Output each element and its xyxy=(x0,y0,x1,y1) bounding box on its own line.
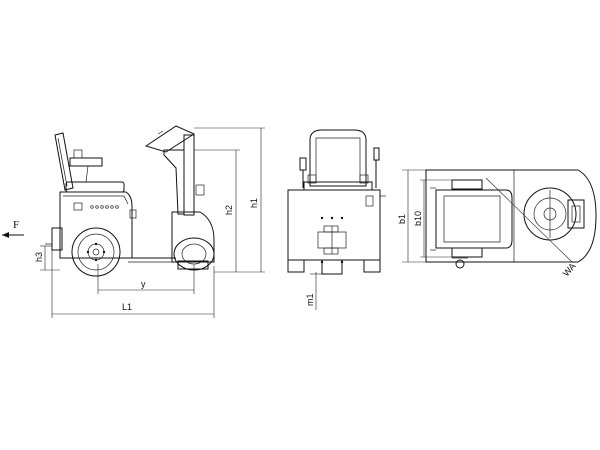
center-panel xyxy=(317,216,347,264)
label-WA: WA xyxy=(561,261,578,278)
seat xyxy=(65,181,125,193)
front-right-foot xyxy=(363,259,381,273)
top-outline xyxy=(425,169,597,263)
vent-holes xyxy=(90,205,119,209)
label-b1: b1 xyxy=(397,214,407,224)
front-housing xyxy=(171,211,215,263)
beacon-light xyxy=(373,147,380,161)
label-h3: h3 xyxy=(34,252,44,262)
steering-wheel xyxy=(144,125,196,153)
rear-bumper xyxy=(51,227,63,251)
label-y: y xyxy=(141,279,146,289)
label-b10: b10 xyxy=(413,211,423,226)
top-seat xyxy=(435,189,513,249)
label-m1: m1 xyxy=(305,293,315,306)
label-F: F xyxy=(13,219,19,231)
direction-arrowhead xyxy=(2,232,9,238)
side-view: F xyxy=(2,125,265,318)
front-seat-back xyxy=(309,129,367,187)
front-post xyxy=(183,134,195,216)
top-view: b1 b10 WA xyxy=(397,169,597,278)
label-L1: L1 xyxy=(122,302,132,312)
rear-wheel xyxy=(71,227,121,277)
front-view: m1 xyxy=(287,129,386,310)
label-h1: h1 xyxy=(249,198,259,208)
label-h2: h2 xyxy=(224,205,234,215)
tow-knob xyxy=(455,259,465,269)
rear-body xyxy=(59,191,133,259)
armrest xyxy=(69,157,103,167)
steering-column xyxy=(163,149,185,215)
seat-back xyxy=(54,132,74,191)
top-steering xyxy=(523,187,585,241)
front-center-wheel xyxy=(321,259,343,275)
front-left-foot xyxy=(287,259,305,273)
armrest-bottom xyxy=(451,247,483,258)
armrest-top xyxy=(451,179,483,190)
